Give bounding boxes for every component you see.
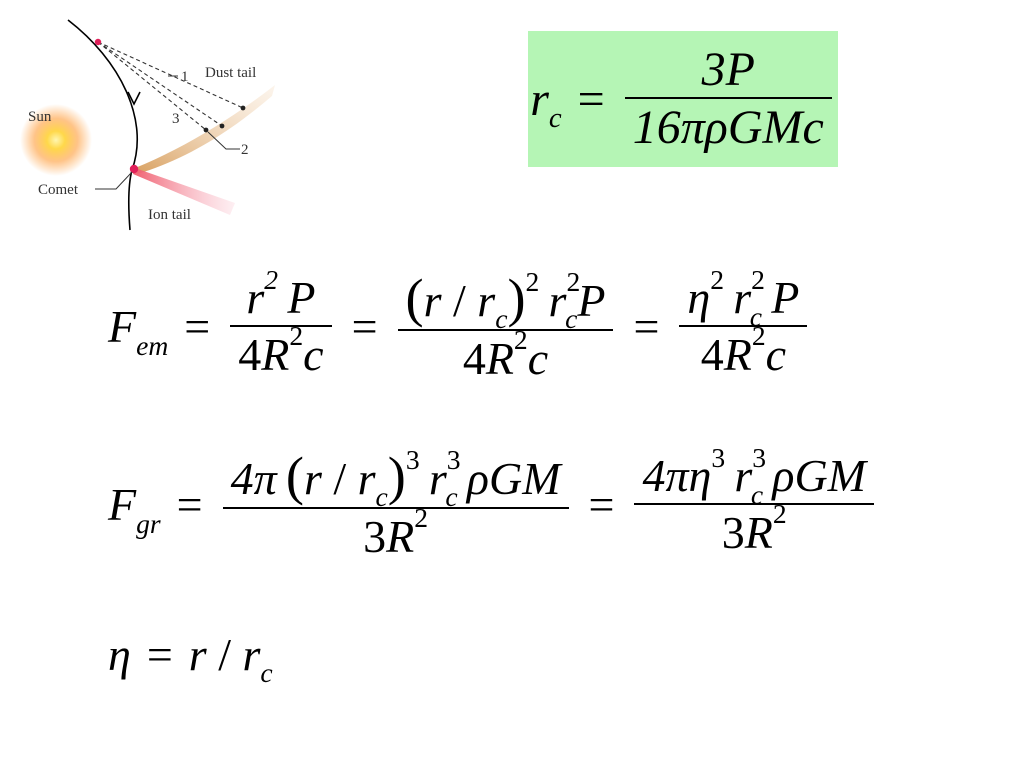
- rc-fraction: 3P 16πρGMc: [624, 42, 832, 154]
- rc-numerator: 3P: [701, 42, 755, 96]
- dust-tail-band: [135, 85, 275, 174]
- comet-tail-diagram: Sun 1 3 2 Dust tail Comet Ion tail: [20, 19, 275, 231]
- eta-lhs: η: [108, 629, 131, 680]
- ion-tail-label: Ion tail: [148, 207, 191, 223]
- fem-term-3: η2 r2c P 4R2c: [679, 265, 808, 379]
- sun-glow: [20, 104, 92, 176]
- dust-tail-label: Dust tail: [205, 65, 256, 81]
- critical-radius-equation: rc = 3P 16πρGMc: [528, 31, 838, 167]
- ion-tail-band: [133, 168, 235, 215]
- equals-sign: =: [176, 479, 203, 531]
- fgr-term-2: 4πη3 r3c ρGM 3R2: [634, 443, 874, 557]
- electromagnetic-force-equation: Fem = r2 P 4R2c = (r / rc)2 r2cP 4R2c = …: [108, 265, 811, 383]
- orbit-arrow-icon: [127, 91, 141, 106]
- position-2-label: 2: [241, 142, 249, 158]
- eta-rhs: r / rc: [188, 629, 273, 689]
- rc-denominator: 16πρGMc: [632, 101, 824, 154]
- fem-term-1: r2 P 4R2c: [230, 265, 332, 379]
- comet-leader: [95, 171, 133, 190]
- rc-lhs: rc: [530, 72, 562, 135]
- fem-term-2: (r / rc)2 r2cP 4R2c: [397, 268, 614, 383]
- equals-sign: =: [633, 301, 660, 353]
- comet-orbit: [67, 19, 139, 231]
- comet-head-earlier: [94, 38, 102, 46]
- equals-sign: =: [577, 72, 605, 126]
- sun-label: Sun: [28, 109, 52, 125]
- position-1-label: 1: [181, 69, 189, 85]
- equals-sign: =: [184, 301, 211, 353]
- position-3-label: 3: [172, 111, 180, 127]
- fem-lhs: Fem: [108, 301, 169, 361]
- gravitational-force-equation: Fgr = 4π (r / rc)3 r3c ρGM 3R2 = 4πη3 r3…: [108, 443, 878, 561]
- dust-particle-dots: [203, 105, 246, 133]
- dust-dashed-lines: [97, 41, 244, 131]
- label-2-leader: [207, 131, 240, 150]
- fgr-lhs: Fgr: [108, 479, 161, 539]
- fgr-term-1: 4π (r / rc)3 r3c ρGM 3R2: [222, 446, 569, 561]
- eta-definition-equation: η = r / rc: [108, 628, 273, 689]
- equals-sign: =: [588, 479, 615, 531]
- equals-sign: =: [351, 301, 378, 353]
- comet-label: Comet: [38, 182, 79, 198]
- equals-sign: =: [146, 629, 173, 680]
- comet-head: [129, 164, 139, 174]
